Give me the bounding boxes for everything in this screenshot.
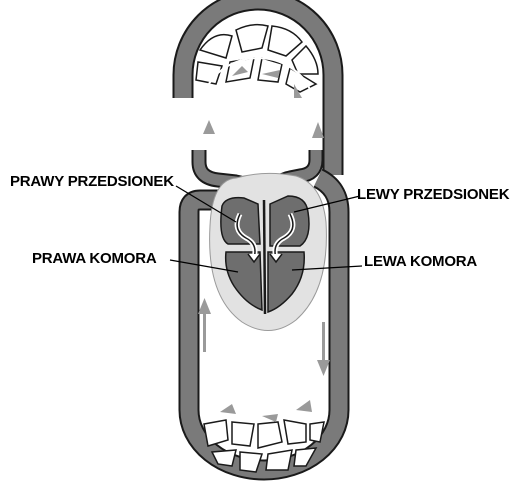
left-atrium-chamber (270, 196, 309, 246)
pulmonary-inner-lumen (202, 58, 314, 150)
label-left-ventricle: LEWA KOMORA (364, 253, 477, 270)
label-right-ventricle: PRAWA KOMORA (32, 250, 157, 267)
heart (210, 173, 327, 330)
label-left-atrium: LEWY PRZEDSIONEK (357, 186, 510, 203)
label-right-atrium: PRAWY PRZEDSIONEK (10, 173, 174, 190)
